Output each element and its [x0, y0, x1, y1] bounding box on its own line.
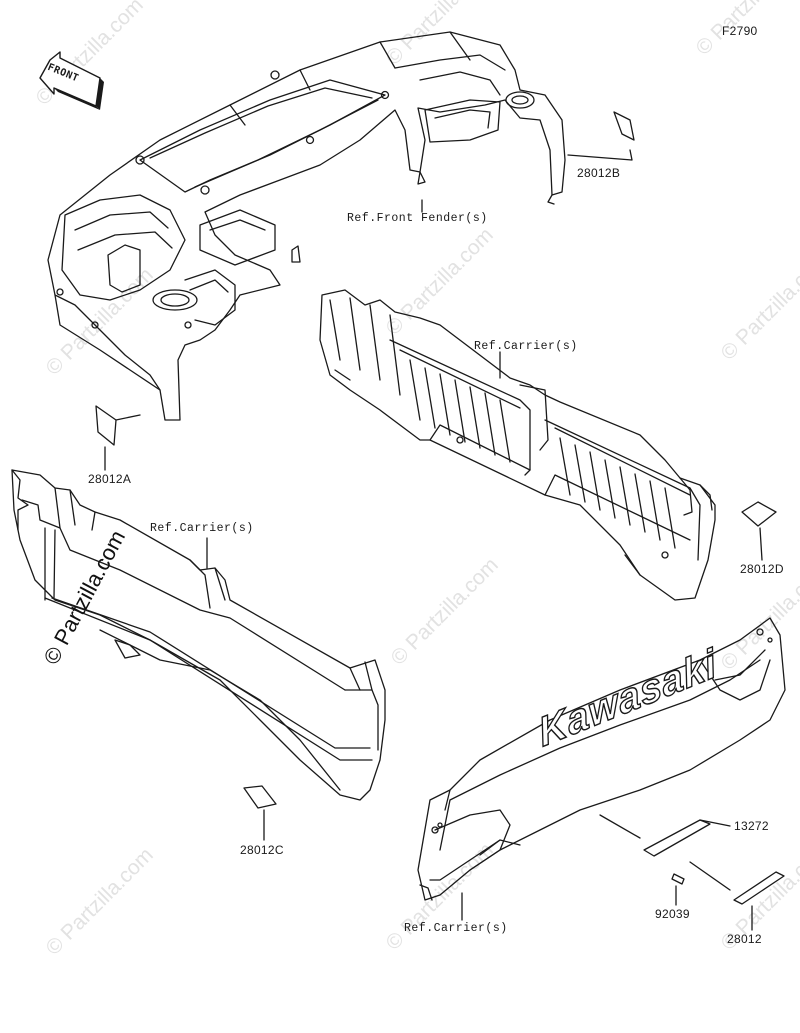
bolt-92039 — [671, 873, 685, 906]
label-28012A — [95, 405, 141, 471]
callout-92039[interactable]: 92039 — [655, 907, 690, 921]
label-28012C — [243, 785, 277, 841]
callout-28012B[interactable]: 28012B — [577, 166, 621, 180]
label-28012B — [567, 111, 635, 161]
mid-carrier-panel — [319, 289, 716, 601]
left-carrier-panel — [11, 469, 386, 801]
front-arrow-icon — [39, 51, 104, 110]
callout-13272[interactable]: 13272 — [734, 819, 769, 833]
ref-carrier-left[interactable]: Ref.Carrier(s) — [150, 522, 254, 535]
figure-code: F2790 — [722, 24, 758, 38]
label-28012 — [689, 861, 785, 931]
callout-28012D[interactable]: 28012D — [740, 562, 784, 576]
callout-28012A[interactable]: 28012A — [88, 472, 132, 486]
ref-front-fender[interactable]: Ref.Front Fender(s) — [347, 212, 488, 225]
label-13272 — [599, 814, 731, 857]
front-dash-panel — [47, 31, 566, 421]
ref-carrier-mid[interactable]: Ref.Carrier(s) — [474, 340, 578, 353]
label-28012D — [741, 501, 777, 561]
bottom-carrier-panel — [417, 617, 786, 901]
callout-28012[interactable]: 28012 — [727, 932, 762, 946]
callout-28012C[interactable]: 28012C — [240, 843, 284, 857]
ref-carrier-bottom[interactable]: Ref.Carrier(s) — [404, 922, 508, 935]
